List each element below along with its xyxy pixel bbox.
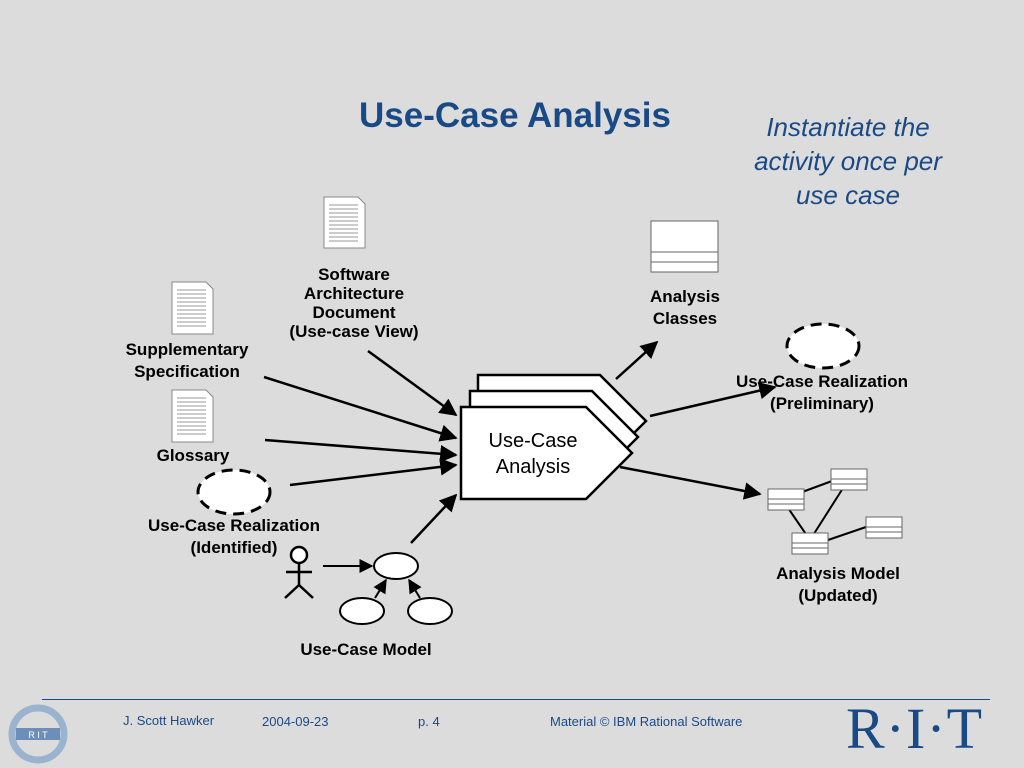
software-architecture-document-icon	[323, 196, 366, 249]
instantiate-note: Instantiate the activity once per use ca…	[754, 112, 942, 210]
arrow-supplementary-to-activity	[263, 375, 458, 442]
analysis-classes-label: Analysis Classes	[650, 287, 720, 328]
footer-copyright: Material © IBM Rational Software	[550, 714, 743, 729]
arrow-activity-to-analysis-model	[619, 465, 762, 500]
footer-author: J. Scott Hawker	[123, 713, 215, 728]
glossary-icon	[171, 389, 214, 443]
arrow-glossary-to-activity	[264, 438, 458, 463]
arrow-activity-to-analysis-classes	[615, 340, 659, 380]
slide-title: Use-Case Analysis	[359, 96, 671, 135]
arrow-activity-to-ucr-preliminary	[649, 382, 777, 418]
analysis-classes-icon	[650, 220, 719, 273]
rit-logo: R·I·T	[846, 696, 984, 761]
arrow-sad-to-activity	[367, 349, 458, 417]
arrow-ucr-identified-to-activity	[289, 458, 458, 487]
actor-icon	[284, 545, 314, 599]
use-case-model-icon	[323, 552, 453, 625]
left-logo: R I T	[8, 704, 68, 764]
software-architecture-document-label: Software Architecture Document (Use-case…	[289, 265, 419, 341]
use-case-analysis-activity	[459, 373, 648, 501]
glossary-label: Glossary	[156, 446, 230, 465]
supplementary-specification-icon	[171, 281, 214, 335]
left-logo-text: R I T	[28, 730, 48, 740]
footer-page: p. 4	[418, 714, 440, 729]
analysis-model-label: Analysis Model (Updated)	[776, 564, 900, 605]
activity-label: Use-Case Analysis	[488, 430, 578, 478]
analysis-model-icon	[767, 468, 903, 555]
use-case-realization-identified-label: Use-Case Realization (Identified)	[148, 516, 320, 557]
use-case-model-label: Use-Case Model	[300, 640, 432, 659]
arrow-usecase-model-to-activity	[410, 493, 458, 544]
supplementary-specification-label: Supplementary Specification	[125, 340, 249, 381]
use-case-realization-preliminary-label: Use-Case Realization (Preliminary)	[736, 372, 908, 413]
use-case-realization-identified-icon	[196, 468, 272, 516]
use-case-realization-preliminary-icon	[785, 322, 861, 370]
footer-date: 2004-09-23	[262, 714, 329, 729]
footer-rule	[42, 699, 990, 700]
